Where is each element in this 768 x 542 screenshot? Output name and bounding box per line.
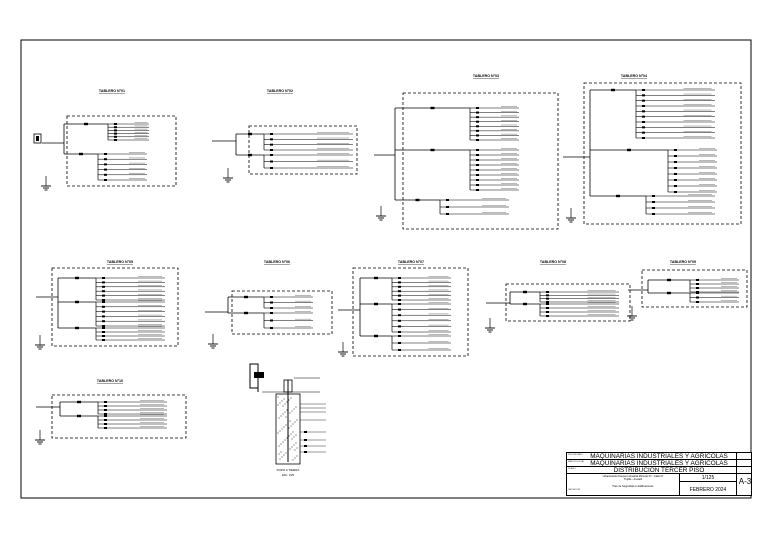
circuit-group-02-1 <box>263 153 353 169</box>
panel-title-01: TABLERO N°01 <box>99 89 125 93</box>
panel-title-10: TABLERO N°10 <box>97 379 123 383</box>
circuit-group-05-0 <box>95 276 165 301</box>
ground-symbol-08 <box>485 318 495 333</box>
panel-frame-09 <box>641 269 748 308</box>
grounding-well-detail: POZO A TIERRA ESC. 1/25 <box>249 363 326 477</box>
panel-frame-05 <box>51 267 179 347</box>
circuit-group-09-0 <box>689 278 739 293</box>
ground-symbol-05 <box>35 335 45 350</box>
date-value: FEBRERO 2024 <box>689 487 727 493</box>
circuit-group-05-2 <box>95 326 165 341</box>
circuit-group-05-1 <box>95 300 165 327</box>
circuit-group-06-0 <box>263 295 313 309</box>
detail-caption: POZO A TIERRA <box>277 468 300 472</box>
panel-title-02: TABLERO N°02 <box>267 89 293 93</box>
circuit-group-03-1 <box>469 148 519 191</box>
title-block: PROPIETARIO MAQUINARIAS INDUSTRIALES Y A… <box>566 452 752 496</box>
company-name-2: MAQUINARIAS INDUSTRIALES Y AGRICOLAS <box>590 460 728 467</box>
circuit-group-02-0 <box>263 132 353 151</box>
sheet-border <box>20 39 752 499</box>
scale-value: 1/125 <box>701 475 715 481</box>
circuit-group-06-1 <box>263 311 313 329</box>
circuit-group-10-1 <box>97 414 167 429</box>
circuit-group-07-0 <box>391 276 451 301</box>
panel-frame-08 <box>505 283 631 322</box>
address-line-2: Trujillo - Ancash <box>623 478 643 482</box>
circuit-group-04-2 <box>645 194 715 215</box>
circuit-group-09-1 <box>689 291 739 303</box>
panel-frame-04 <box>583 82 742 225</box>
circuit-group-07-1 <box>391 302 451 333</box>
panel-frame-10 <box>51 394 187 439</box>
drawing-title: DISTRIBUCION TERCER PISO <box>613 467 705 474</box>
circuit-group-04-0 <box>635 88 715 139</box>
ground-symbol-04 <box>566 208 576 223</box>
panel-diagrams <box>33 82 748 445</box>
panel-title-03: TABLERO N°03 <box>473 74 499 78</box>
circuit-group-07-2 <box>391 334 451 351</box>
panel-frame-07 <box>352 267 469 357</box>
ground-symbol-10 <box>35 430 45 445</box>
panel-frame-02 <box>248 125 358 175</box>
circuit-group-08-1 <box>539 302 619 317</box>
panel-frame-03 <box>402 92 559 230</box>
circuit-group-01-1 <box>97 152 147 181</box>
panel-title-05: TABLERO N°05 <box>107 260 133 264</box>
circuit-group-01-0 <box>107 122 149 141</box>
plan-subtitle: Plan de Seguridad en Edificaciones <box>612 485 654 489</box>
circuit-group-04-1 <box>667 148 717 193</box>
panel-title-09: TABLERO N°09 <box>670 260 696 264</box>
circuit-group-08-0 <box>539 290 619 303</box>
ground-symbol-01 <box>41 176 51 191</box>
meter-icon <box>33 133 42 144</box>
panel-title-07: TABLERO N°07 <box>398 260 424 264</box>
company-name-1: MAQUINARIAS INDUSTRIALES Y AGRICOLAS <box>590 453 728 460</box>
circuit-group-10-0 <box>97 400 167 415</box>
sheet-number: A-3 <box>738 477 752 486</box>
address-line-1: Urbanización Parque Industrial Mz/Lote 0… <box>602 475 664 478</box>
ground-symbol-02 <box>223 168 233 183</box>
panel-title-06: TABLERO N°06 <box>264 260 290 264</box>
ground-symbol-03 <box>376 206 386 221</box>
circuit-group-03-0 <box>469 106 519 141</box>
panel-frame-06 <box>231 290 333 335</box>
ground-symbol-07 <box>338 342 348 357</box>
panel-title-08: TABLERO N°08 <box>540 260 566 264</box>
circuit-group-03-2 <box>439 198 509 215</box>
panel-title-04: TABLERO N°04 <box>621 74 647 78</box>
ground-symbol-06 <box>208 334 218 349</box>
ground-symbol-09 <box>627 306 637 321</box>
detail-scale: ESC. 1/25 <box>282 473 294 477</box>
panel-frame-01 <box>66 115 177 187</box>
